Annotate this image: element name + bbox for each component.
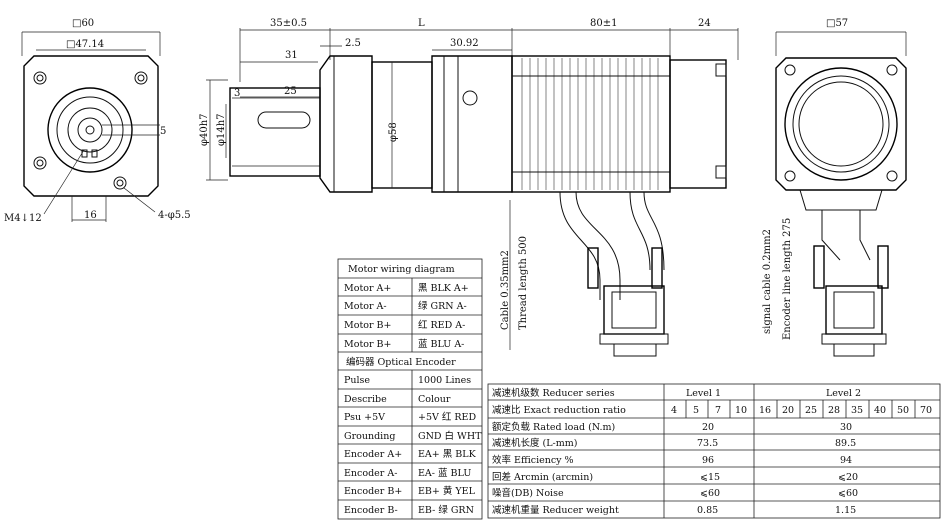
cable2-length: Encoder line length 275 — [782, 218, 793, 340]
spec-v1: ⩽15 — [700, 472, 720, 483]
encoder-row-value: 1000 Lines — [418, 375, 471, 386]
level1-label: Level 1 — [686, 388, 721, 399]
dim-35: 35±0.5 — [270, 18, 307, 29]
cable1-label: Cable 0.35mm2 — [500, 250, 511, 330]
dim-25: 25 — [284, 86, 297, 97]
dim-phi40: φ40h7 — [199, 113, 210, 146]
db-connector-2 — [813, 245, 889, 357]
dim-80: 80±1 — [590, 18, 617, 29]
pilot-circle — [47, 87, 133, 173]
spec-label: 效率 Efficiency % — [492, 454, 574, 466]
ratio-cell: 35 — [851, 405, 863, 416]
db-connector — [587, 247, 669, 357]
encoder-row-label: Encoder A- — [344, 468, 397, 479]
motor-row-label: Motor B+ — [344, 320, 392, 331]
front-view-gearbox: □60 □47.14 5 M4↓12 16 4-φ5.5 — [4, 18, 191, 224]
ratio-cell: 4 — [671, 405, 677, 416]
dim-sq47: □47.14 — [66, 39, 104, 50]
spec-v1: 73.5 — [697, 438, 718, 449]
reducer-series-label: 减速机级数 Reducer series — [492, 387, 615, 399]
wiring-title: Motor wiring diagram — [348, 264, 455, 275]
spec-v2: 1.15 — [835, 505, 856, 516]
spec-label: 回差 Arcmin (arcmin) — [492, 471, 593, 483]
dim-phi14: φ14h7 — [216, 113, 227, 146]
dim-m4: M4↓12 — [4, 213, 42, 224]
motor-row-label: Motor B+ — [344, 339, 392, 350]
spec-v2: ⩽60 — [838, 488, 858, 499]
ratio-cell: 7 — [715, 405, 721, 416]
motor-row-value: 蓝 BLU A- — [418, 338, 464, 350]
dim-L: L — [418, 18, 425, 29]
encoder-row-label: Grounding — [344, 431, 395, 442]
dim-24: 24 — [698, 18, 711, 29]
dim-sq57: □57 — [826, 18, 848, 29]
dim-2-5: 2.5 — [345, 38, 361, 49]
spec-label: 减速机重量 Reducer weight — [492, 504, 619, 516]
ratio-cell: 16 — [759, 405, 771, 416]
encoder-row-value: GND 白 WHT — [418, 430, 482, 442]
dim-16: 16 — [84, 210, 97, 221]
spec-v1: ⩽60 — [700, 488, 720, 499]
encoder-row-value: EA- 蓝 BLU — [418, 467, 471, 479]
motor-row-value: 绿 GRN A- — [418, 300, 467, 312]
level2-label: Level 2 — [826, 388, 861, 399]
reducer-table: 减速机级数 Reducer series Level 1 Level 2 减速比… — [487, 383, 941, 519]
cable2-label: signal cable 0.2mm2 — [762, 229, 773, 334]
ratio-cell: 50 — [897, 405, 909, 416]
dim-key-5: 5 — [160, 126, 166, 137]
ratio-cell: 20 — [782, 405, 794, 416]
side-view: 35±0.5 L 80±1 24 31 2.5 30.92 3 25 φ40h7… — [199, 18, 739, 357]
motor-row-label: Motor A+ — [344, 283, 391, 294]
spec-v2: ⩽20 — [838, 472, 858, 483]
motor-fins — [521, 58, 659, 190]
spec-v2: 30 — [840, 422, 852, 433]
spec-v1: 0.85 — [697, 505, 718, 516]
encoder-row-label: Encoder A+ — [344, 449, 402, 460]
ratio-cell: 70 — [920, 405, 932, 416]
dim-sq60: □60 — [72, 18, 94, 29]
flange-outline — [23, 55, 159, 197]
encoder-row-value: +5V 红 RED — [418, 411, 476, 423]
ratio-cell: 28 — [828, 405, 840, 416]
ratio-label: 减速比 Exact reduction ratio — [492, 404, 626, 416]
encoder-row-label: Describe — [344, 394, 387, 405]
motor-row-label: Motor A- — [344, 301, 387, 312]
wiring-table: Motor wiring diagram Motor A+ 黑 BLK A+ M… — [337, 258, 483, 520]
encoder-row-value: EB- 绿 GRN — [418, 504, 474, 516]
encoder-row-value: Colour — [418, 394, 451, 405]
encoder-row-label: Encoder B+ — [344, 486, 402, 497]
encoder-row-label: Psu +5V — [344, 412, 385, 423]
spec-label: 额定负载 Rated load (N.m) — [492, 421, 615, 433]
motor-row-value: 红 RED A- — [418, 319, 465, 331]
dim-phi58: φ58 — [388, 122, 399, 142]
ratio-cell: 10 — [735, 405, 747, 416]
encoder-row-label: Encoder B- — [344, 505, 398, 516]
cable1-length: Thread length 500 — [518, 236, 529, 330]
back-view-motor: □57 signal cable 0.2mm2 Encoder line len… — [762, 18, 907, 357]
encoder-row-value: EB+ 黄 YEL — [418, 485, 476, 497]
spec-v2: 89.5 — [835, 438, 856, 449]
ratio-cell: 40 — [874, 405, 886, 416]
dim-3: 3 — [234, 88, 240, 99]
spec-label: 减速机长度 (L-mm) — [492, 437, 577, 449]
spec-v1: 20 — [702, 422, 714, 433]
encoder-row-value: EA+ 黑 BLK — [418, 449, 477, 460]
dim-31: 31 — [285, 50, 298, 61]
dim-holes: 4-φ5.5 — [158, 210, 191, 221]
spec-v1: 96 — [702, 455, 714, 466]
encoder-row-label: Pulse — [344, 375, 370, 386]
ratio-cell: 5 — [693, 405, 699, 416]
dim-30-92: 30.92 — [450, 38, 479, 49]
ratio-cell: 25 — [805, 405, 817, 416]
spec-label: 噪音(DB) Noise — [492, 487, 564, 499]
motor-row-value: 黑 BLK A+ — [418, 283, 469, 294]
encoder-title: 编码器 Optical Encoder — [346, 356, 456, 368]
spec-v2: 94 — [840, 455, 852, 466]
